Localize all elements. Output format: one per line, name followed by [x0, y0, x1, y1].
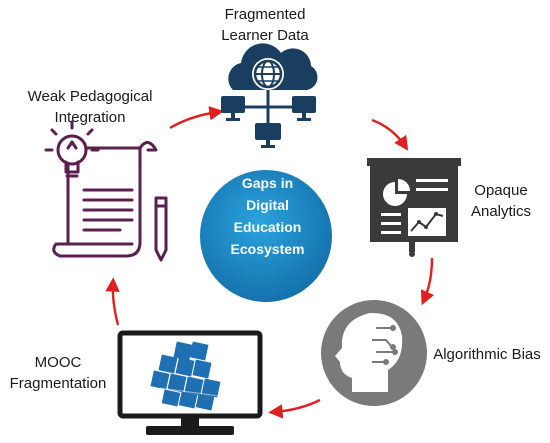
arrow-bottom-left	[268, 398, 321, 419]
cloud-network-icon	[221, 43, 318, 148]
center-circle	[200, 170, 332, 302]
arrow-top-right	[371, 118, 409, 151]
arrow-top-left	[169, 106, 224, 130]
center-label-line: Digital	[246, 197, 289, 213]
label-line: Fragmented	[224, 6, 306, 23]
arrow-left-up	[105, 277, 120, 326]
arrow-right-down	[420, 257, 435, 306]
node-label-weak-pedagogical-integration: Weak Pedagogical Integration	[20, 86, 160, 128]
center-label-line: Ecosystem	[230, 241, 305, 257]
node-label-mooc-fragmentation: MOOC Fragmentation	[2, 352, 114, 394]
label-line: Integration	[54, 109, 126, 126]
label-line: Weak Pedagogical	[27, 88, 153, 105]
center-label-line: Education	[233, 219, 302, 235]
node-label-algorithmic-bias: Algorithmic Bias	[428, 344, 546, 365]
monitor-cubes-icon	[117, 330, 263, 435]
lightbulb-document-icon	[44, 120, 168, 262]
label-line: Opaque	[474, 182, 528, 199]
presentation-board-icon	[367, 158, 461, 257]
label-line: Fragmentation	[9, 375, 107, 392]
node-label-opaque-analytics: Opaque Analytics	[466, 180, 536, 222]
center-label-line: Gaps in	[241, 175, 294, 191]
label-line: Algorithmic Bias	[433, 346, 541, 363]
label-line: Learner Data	[221, 27, 309, 44]
ai-head-icon	[321, 300, 427, 406]
cycle-arrows	[105, 106, 435, 419]
center-label: Gaps in Digital Education Ecosystem	[200, 172, 335, 260]
label-line: MOOC	[34, 354, 82, 371]
label-line: Analytics	[470, 203, 532, 220]
node-label-fragmented-learner-data: Fragmented Learner Data	[205, 4, 325, 46]
